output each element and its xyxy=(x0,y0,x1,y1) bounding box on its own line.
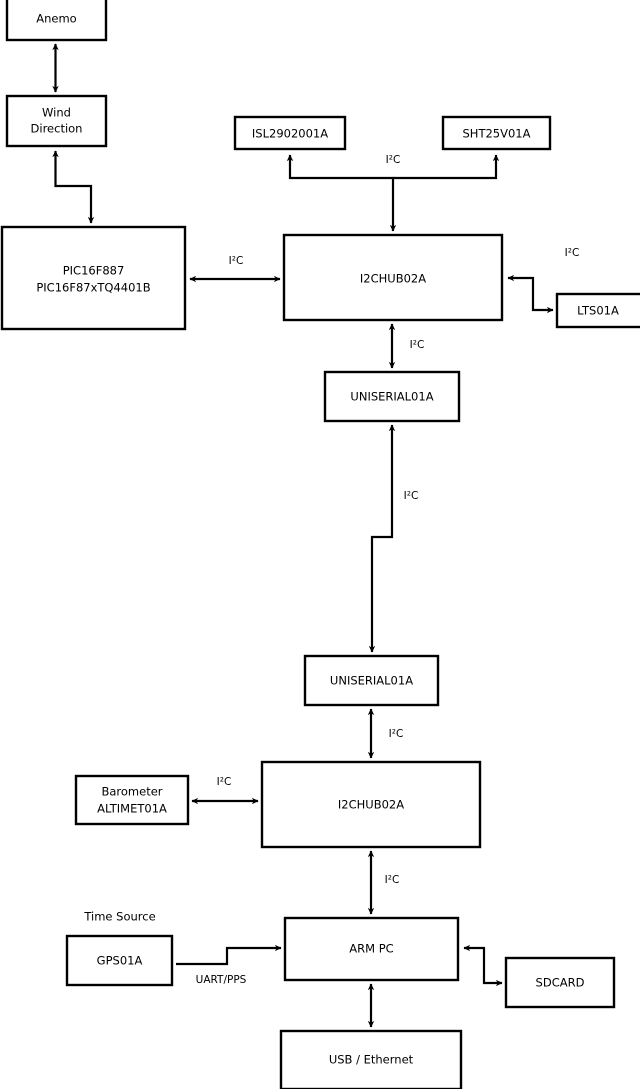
node-sht25v01a[interactable]: SHT25V01A xyxy=(441,115,552,151)
node-barometer[interactable]: Barometer ALTIMET01A xyxy=(74,774,190,826)
node-isl2902001a[interactable]: ISL2902001A xyxy=(233,115,347,151)
node-uniserial01a-upper-label: UNISERIAL01A xyxy=(350,390,433,404)
node-uniserial01a-upper[interactable]: UNISERIAL01A xyxy=(323,370,461,423)
node-barometer-box[interactable] xyxy=(74,774,190,826)
edge-hub-armpc: I²C xyxy=(367,850,400,915)
node-sdcard-label: SDCARD xyxy=(536,976,585,990)
node-sht25v01a-label: SHT25V01A xyxy=(463,127,531,141)
node-lts01a-box[interactable] xyxy=(555,292,640,329)
node-isl2902001a-label: ISL2902001A xyxy=(252,127,328,141)
node-anemo-box[interactable] xyxy=(5,0,108,42)
edge-label-pic-hub: I²C xyxy=(229,255,244,267)
edge-wind-pic xyxy=(52,150,95,224)
edge-label-hub-sensors: I²C xyxy=(386,154,401,166)
node-barometer-label-line2: ALTIMET01A xyxy=(97,802,167,816)
node-pic[interactable]: PIC16F887 PIC16F87xTQ4401B xyxy=(0,225,187,331)
edge-hub-lts-path xyxy=(507,274,554,314)
edge-label-hub-uniserial-up: I²C xyxy=(410,339,425,351)
node-lts01a[interactable]: LTS01A xyxy=(555,292,640,329)
node-pic-label-line1: PIC16F887 xyxy=(63,264,125,278)
node-i2chub02a-bottom-box[interactable] xyxy=(260,760,482,849)
edge-hub-uniserial-up: I²C xyxy=(388,323,425,369)
node-sdcard[interactable]: SDCARD xyxy=(504,956,616,1009)
node-arm-pc-box[interactable] xyxy=(283,916,460,982)
edge-uniserial-hub-bot: I²C xyxy=(367,708,404,759)
edge-barometer-hub: I²C xyxy=(191,776,259,805)
node-isl2902001a-box[interactable] xyxy=(233,115,347,151)
node-wind-direction-box[interactable] xyxy=(5,94,108,148)
node-gps01a[interactable]: GPS01A xyxy=(65,934,174,987)
edge-label-uniserial-link: I²C xyxy=(404,490,419,502)
node-usb-ethernet[interactable]: USB / Ethernet xyxy=(279,1029,463,1089)
node-sht25v01a-box[interactable] xyxy=(441,115,552,151)
node-lts01a-label: LTS01A xyxy=(577,304,619,318)
node-pic-box[interactable] xyxy=(0,225,187,331)
node-usb-ethernet-box[interactable] xyxy=(279,1029,463,1089)
edge-gps-armpc-path xyxy=(176,944,282,966)
edge-wind-pic-path xyxy=(52,150,95,224)
node-pic-label-line2: PIC16F87xTQ4401B xyxy=(36,281,150,295)
edge-label-barometer-hub: I²C xyxy=(217,776,232,788)
node-i2chub02a-top-box[interactable] xyxy=(282,233,504,322)
node-i2chub02a-bottom[interactable]: I2CHUB02A xyxy=(260,760,482,849)
node-anemo[interactable]: Anemo xyxy=(5,0,108,42)
node-uniserial01a-lower-label: UNISERIAL01A xyxy=(330,674,413,688)
edge-label-hub-lts: I²C xyxy=(565,247,580,259)
node-uniserial01a-lower[interactable]: UNISERIAL01A xyxy=(303,654,440,707)
node-barometer-label-line1: Barometer xyxy=(101,785,162,799)
node-wind-direction-label-line2: Direction xyxy=(31,122,83,136)
node-gps01a-label: GPS01A xyxy=(97,954,143,968)
edge-label-uniserial-hub-bot: I²C xyxy=(389,728,404,740)
node-i2chub02a-bottom-label: I2CHUB02A xyxy=(338,798,404,812)
node-usb-ethernet-label: USB / Ethernet xyxy=(329,1053,414,1067)
edge-pic-hub: I²C xyxy=(189,255,281,283)
node-gps01a-box[interactable] xyxy=(65,934,174,987)
edge-armpc-sdcard xyxy=(463,944,503,987)
edge-uniserial-link: I²C xyxy=(368,424,419,653)
edge-hub-sensors: I²C xyxy=(286,154,500,232)
node-wind-direction[interactable]: Wind Direction xyxy=(5,94,108,148)
edge-label-hub-armpc: I²C xyxy=(385,874,400,886)
node-wind-direction-label-line1: Wind xyxy=(42,106,71,120)
edge-gps-armpc: UART/PPS xyxy=(176,944,282,986)
node-arm-pc-label: ARM PC xyxy=(349,942,393,956)
node-anemo-label: Anemo xyxy=(36,12,76,26)
edge-armpc-sdcard-path xyxy=(463,944,503,987)
node-arm-pc[interactable]: ARM PC xyxy=(283,916,460,982)
label-time-source: Time Source xyxy=(83,910,155,924)
node-sdcard-box[interactable] xyxy=(504,956,616,1009)
node-i2chub02a-top-label: I2CHUB02A xyxy=(360,272,426,286)
edge-hub-lts: I²C xyxy=(507,247,580,314)
node-i2chub02a-top[interactable]: I2CHUB02A xyxy=(282,233,504,322)
edge-label-gps-armpc: UART/PPS xyxy=(196,974,247,986)
edge-uniserial-link-path xyxy=(368,424,396,653)
node-uniserial01a-upper-box[interactable] xyxy=(323,370,461,423)
edge-hub-isl-path xyxy=(286,154,397,232)
node-uniserial01a-lower-box[interactable] xyxy=(303,654,440,707)
edge-hub-sht-path xyxy=(393,154,500,180)
